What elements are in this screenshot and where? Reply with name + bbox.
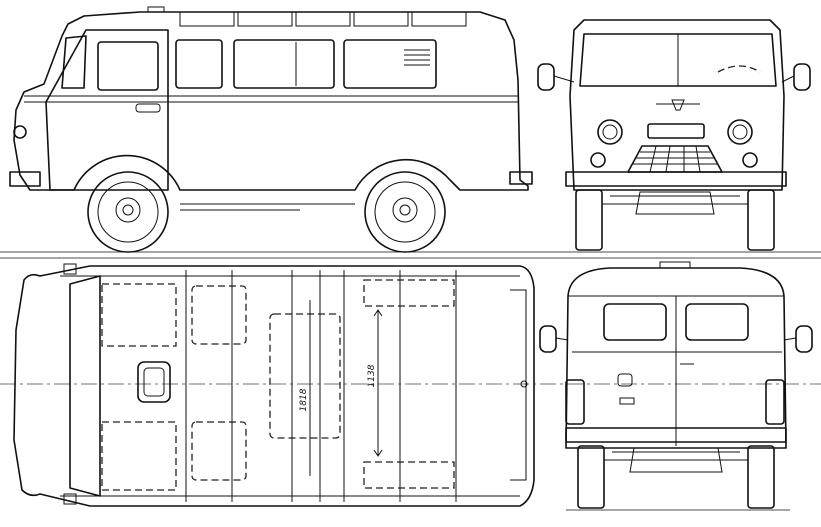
- front-windshield: [579, 33, 777, 87]
- left-mirror-rear: [539, 325, 557, 353]
- rear-window-left: [603, 303, 667, 341]
- rear-handle: [617, 373, 633, 387]
- grille-mesh: [632, 145, 718, 173]
- rear-bumper-view: [565, 427, 787, 443]
- front-left-tire: [575, 189, 603, 251]
- front-grille: [627, 145, 723, 173]
- top-view: 1138 1818: [0, 263, 821, 507]
- left-tail-light: [565, 379, 585, 425]
- rear-window-right: [685, 303, 749, 341]
- left-headlight: [597, 119, 623, 145]
- front-right-tire: [747, 189, 775, 251]
- front-view: [537, 19, 811, 251]
- front-body-outline: [569, 19, 785, 191]
- side-body-outline: [13, 11, 529, 191]
- right-mirror-rear: [795, 325, 813, 353]
- right-headlight: [727, 119, 753, 145]
- front-wheel: [87, 171, 169, 253]
- rear-left-tire: [577, 445, 605, 509]
- front-bumper: [9, 171, 41, 187]
- side-window-2: [233, 39, 335, 89]
- left-mirror-front: [537, 63, 555, 91]
- front-emblem: [656, 99, 700, 111]
- left-foglight: [590, 152, 606, 168]
- side-window-1: [175, 39, 223, 89]
- rear-bumper: [509, 171, 533, 185]
- side-window-3: [343, 39, 437, 89]
- rear-view: [539, 261, 813, 511]
- rear-wheel: [364, 171, 446, 253]
- top-body-outline: [13, 265, 535, 507]
- bench-seats: [191, 279, 455, 489]
- windshield: [61, 35, 87, 89]
- front-plate: [647, 123, 705, 139]
- dimension-interior-length: 1818: [299, 388, 309, 411]
- right-foglight: [742, 152, 758, 168]
- roof-bows: [185, 270, 457, 502]
- right-mirror-front: [793, 63, 811, 91]
- front-seats: [101, 283, 177, 491]
- vent-grille: [404, 49, 430, 66]
- door-handle: [135, 103, 161, 113]
- dimension-interior-width: 1138: [367, 364, 377, 387]
- side-view: [0, 6, 821, 253]
- roof-ribs: [147, 6, 467, 27]
- right-tail-light: [765, 379, 785, 425]
- rear-right-tire: [747, 445, 775, 509]
- front-view-bumper: [565, 171, 787, 187]
- top-windshield: [69, 275, 101, 497]
- side-headlight: [13, 125, 27, 139]
- cab-door-window: [97, 41, 159, 91]
